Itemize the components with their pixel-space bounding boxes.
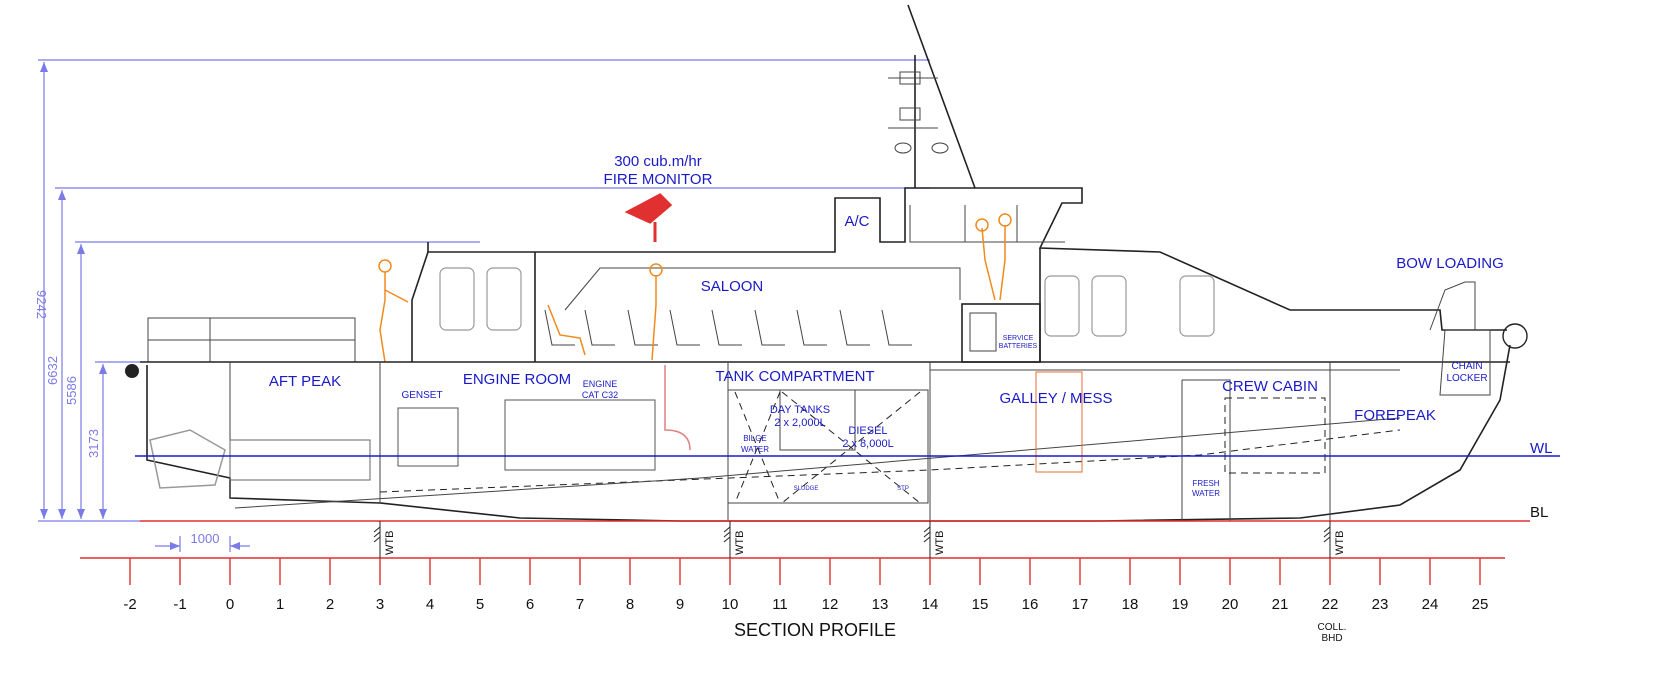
saloon-label: SALOON (701, 278, 764, 295)
dim-overall: 9242 (34, 290, 49, 319)
frame-label: 10 (722, 596, 739, 613)
bow-loading-label: BOW LOADING (1396, 255, 1504, 272)
dim-frame-spacing: 1000 (191, 531, 220, 546)
wtb-label: WTB (934, 531, 946, 555)
tank-compartment-label: TANK COMPARTMENT (715, 368, 874, 385)
day-tanks-capacity: 2 x 2,000L (774, 417, 825, 429)
dim-5586: 5586 (64, 376, 79, 405)
diesel-label: DIESEL (848, 425, 887, 437)
frame-label: 7 (576, 596, 584, 613)
compartment-labels: AFT PEAK ENGINE ROOM GENSET ENGINE CAT C… (269, 153, 1504, 498)
frame-label: 19 (1172, 596, 1189, 613)
aft-peak-label: AFT PEAK (269, 373, 341, 390)
forepeak-label: FOREPEAK (1354, 407, 1436, 424)
wtb-label: WTB (384, 531, 396, 555)
frame-label: 25 (1472, 596, 1489, 613)
wtb-marker: WTB (723, 521, 746, 558)
ac-label: A/C (844, 213, 869, 230)
frame-label: 11 (772, 596, 788, 613)
bilge-water-label: WATER (741, 445, 769, 454)
crew-cabin-label: CREW CABIN (1222, 378, 1318, 395)
wtb-label: WTB (1334, 531, 1346, 555)
frame-label: 2 (326, 596, 334, 613)
frame-label: 23 (1372, 596, 1389, 613)
frame-label: -1 (173, 596, 186, 613)
day-tanks-label: DAY TANKS (770, 404, 830, 416)
wtb-marker: WTB (373, 521, 396, 558)
frame-label: 24 (1422, 596, 1439, 613)
engine-room-label: ENGINE ROOM (463, 371, 571, 388)
service-batteries-label: BATTERIES (999, 343, 1038, 350)
frame-label: 12 (822, 596, 839, 613)
stp-label: STP (897, 486, 909, 492)
frame-label: -2 (123, 596, 136, 613)
engine-label: ENGINE (583, 379, 618, 389)
frame-label: 21 (1272, 596, 1289, 613)
genset-label: GENSET (401, 390, 442, 401)
frame-label: 0 (226, 596, 234, 613)
height-dimensions: 9242 6632 5586 3173 1000 (34, 59, 930, 552)
frame-label: 4 (426, 596, 434, 613)
frame-label: 18 (1122, 596, 1139, 613)
engine-model-label: CAT C32 (582, 390, 618, 400)
frame-label: 6 (526, 596, 534, 613)
coll-bhd-label-2: BHD (1321, 633, 1342, 644)
galley-label: GALLEY / MESS (999, 390, 1112, 407)
frame-label: 15 (972, 596, 989, 613)
diesel-capacity: 2 x 8,000L (842, 438, 893, 450)
chain-locker-label: LOCKER (1446, 373, 1487, 384)
superstructure (147, 187, 1528, 363)
frame-label: 14 (922, 596, 939, 613)
frame-label: 16 (1022, 596, 1039, 613)
dim-3173: 3173 (86, 429, 101, 458)
wtb-marker: WTB (1323, 521, 1346, 558)
coll-bhd-label: COLL. (1318, 622, 1347, 633)
chain-label: CHAIN (1451, 361, 1482, 372)
fire-monitor-capacity: 300 cub.m/hr (614, 153, 702, 170)
wtb-marker: WTB (923, 521, 946, 558)
fresh-water-label: WATER (1192, 489, 1220, 498)
wl-label: WL (1530, 440, 1553, 457)
fire-monitor-label: FIRE MONITOR (604, 171, 713, 188)
service-label: SERVICE (1003, 335, 1034, 342)
frame-label: 3 (376, 596, 384, 613)
sludge-label: SLUDGE (794, 486, 819, 492)
fresh-label: FRESH (1192, 479, 1219, 488)
wtb-label: WTB (734, 531, 746, 555)
frame-label: 9 (676, 596, 684, 613)
frame-label: 1 (276, 596, 284, 613)
frame-label: 5 (476, 596, 484, 613)
frame-label: 13 (872, 596, 889, 613)
dim-6632: 6632 (45, 356, 60, 385)
bilge-label: BILGE (743, 434, 767, 443)
section-profile-title: SECTION PROFILE (734, 620, 896, 640)
frame-label: 17 (1072, 596, 1089, 613)
frame-label: 22 (1322, 596, 1339, 613)
frame-label: 20 (1222, 596, 1239, 613)
frame-label: 8 (626, 596, 634, 613)
mast (888, 4, 976, 189)
bl-label: BL (1530, 504, 1548, 521)
